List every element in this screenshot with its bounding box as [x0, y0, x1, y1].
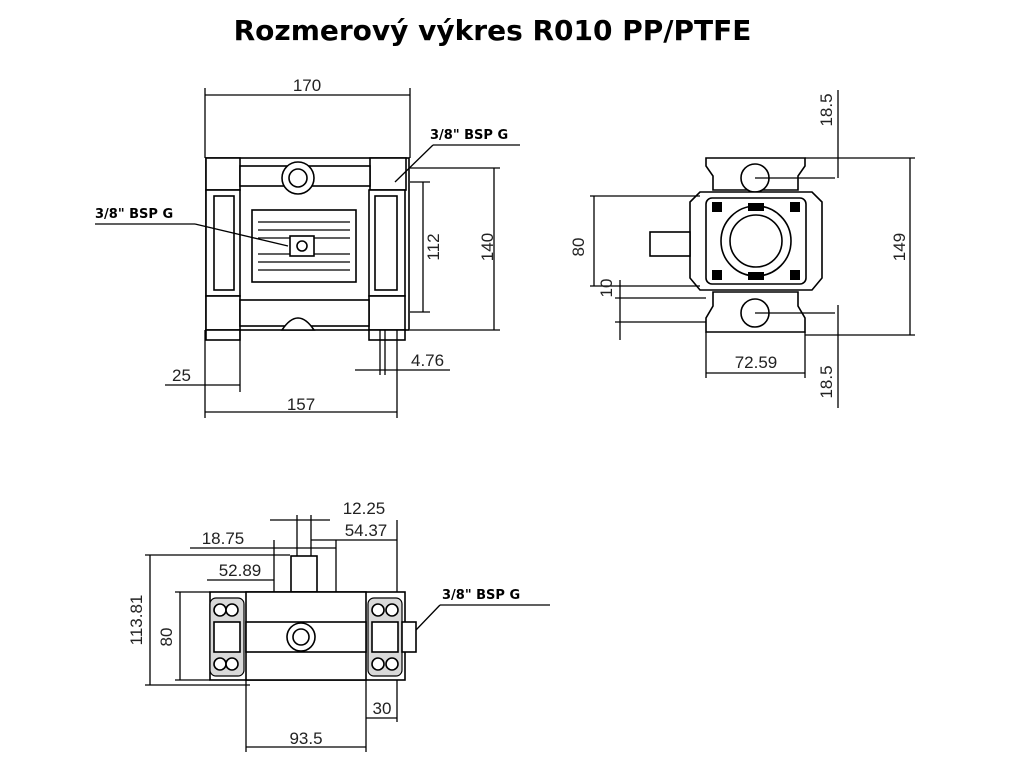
top-view: 12.25 54.37 18.75 52.89 113.81 80 93.5 3… — [127, 499, 550, 752]
dim-157: 157 — [287, 395, 315, 414]
dim-25: 25 — [172, 366, 191, 385]
dim-113-81: 113.81 — [127, 595, 146, 646]
label-port-left: 3/8" BSP G — [95, 207, 173, 222]
dim-72-59: 72.59 — [735, 353, 778, 372]
dim-18-5-bottom: 18.5 — [817, 365, 836, 398]
dim-4-76: 4.76 — [411, 351, 444, 370]
label-port-top: 3/8" BSP G — [430, 128, 508, 143]
dim-112: 112 — [424, 233, 443, 260]
dim-140: 140 — [478, 233, 497, 261]
dim-12-25: 12.25 — [343, 499, 386, 518]
dim-54-37: 54.37 — [345, 521, 388, 540]
dim-10: 10 — [597, 279, 616, 298]
dim-80-top: 80 — [157, 628, 176, 647]
dim-52-89: 52.89 — [219, 561, 262, 580]
dim-170: 170 — [293, 76, 321, 95]
label-port-right: 3/8" BSP G — [442, 588, 520, 603]
dim-149: 149 — [890, 233, 909, 261]
front-view: 170 112 140 25 157 4.76 3/8" BSP G 3/8" … — [95, 76, 520, 418]
drawing-title: Rozmerový výkres R010 PP/PTFE — [233, 14, 752, 47]
dim-30: 30 — [373, 699, 392, 718]
side-view: 18.5 149 80 10 72.59 18.5 — [569, 90, 915, 408]
dim-80: 80 — [569, 238, 588, 257]
dim-93-5: 93.5 — [289, 729, 322, 748]
dim-18-75: 18.75 — [202, 529, 245, 548]
dim-18-5-top: 18.5 — [817, 93, 836, 126]
